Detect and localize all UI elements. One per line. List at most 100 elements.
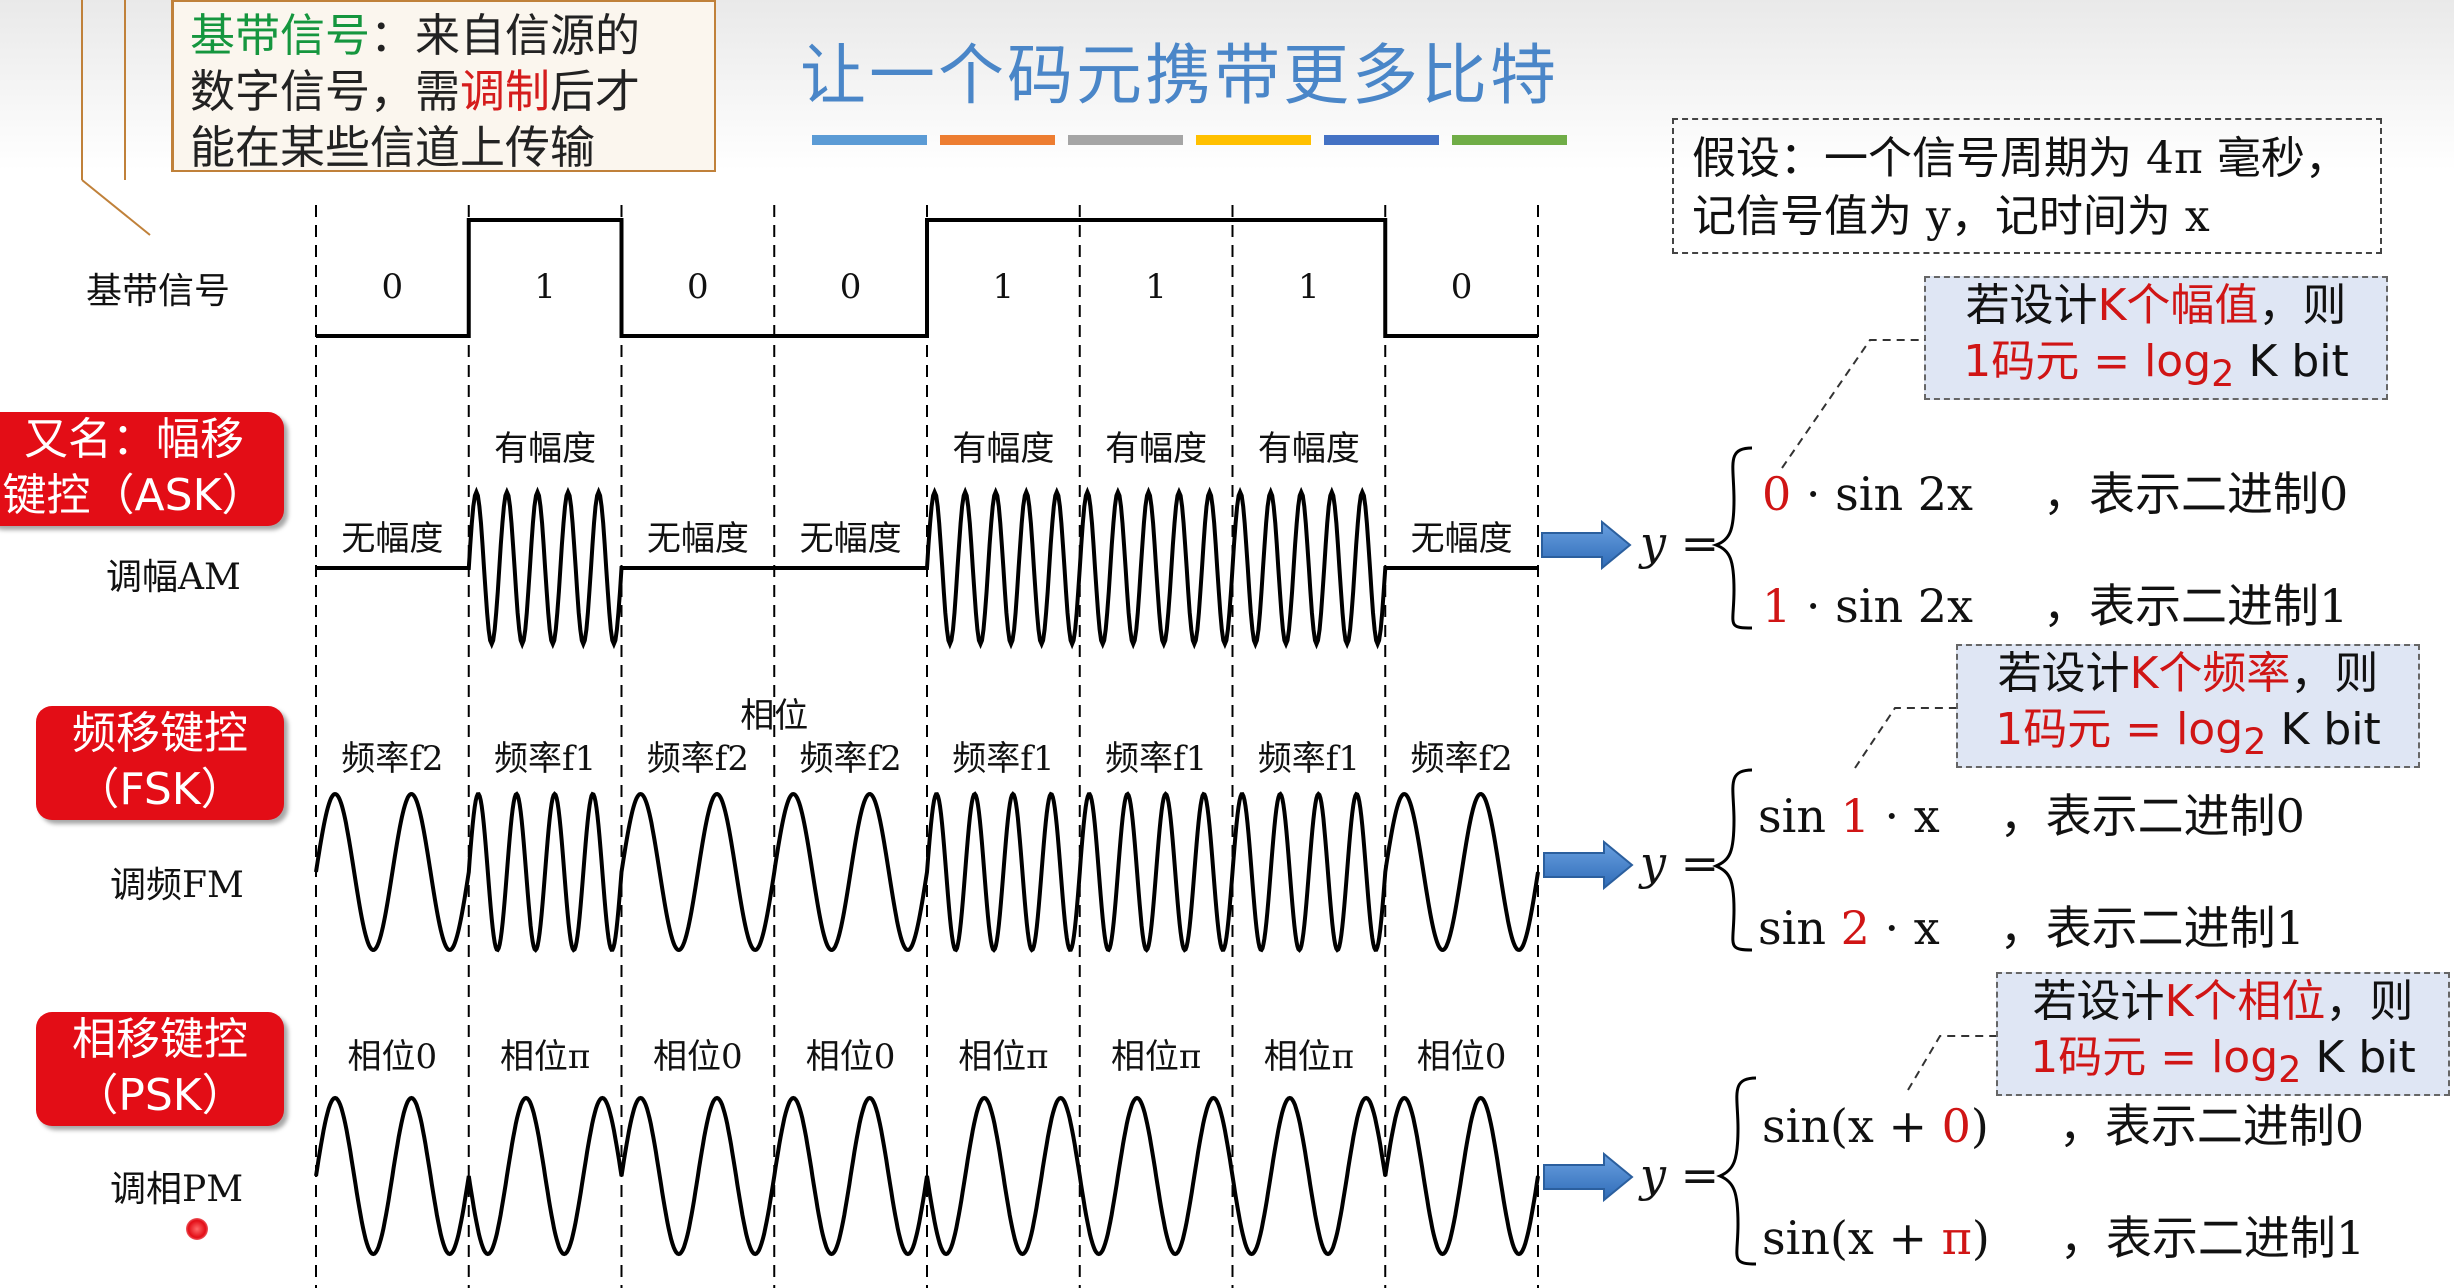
amp-k-formula: 1码元 = log	[1963, 336, 2212, 387]
ask-eq1-desc: ，表示二进制0	[2042, 467, 2349, 521]
baseband-waveform	[316, 218, 1538, 338]
ask-eq2-coef: 1	[1762, 579, 1792, 633]
fsk-arrow-icon	[1543, 839, 1634, 891]
fsk-eq1-x: · x	[1869, 789, 1940, 843]
assumption-box: 假设：一个信号周期为 4π 毫秒， 记信号值为 y，记时间为 x	[1672, 118, 2382, 254]
fm-row-label: 调频FM	[110, 865, 244, 906]
amplitude-label: 有幅度	[1258, 429, 1360, 469]
frequency-label: 频率f1	[494, 739, 596, 779]
ask-arrow-icon	[1541, 519, 1632, 571]
freq-k-formula: 1码元 = log	[1995, 704, 2244, 755]
ask-eq2-desc: ，表示二进制1	[2042, 579, 2349, 633]
frequency-label: 频率f1	[1105, 739, 1207, 779]
freq-k-count: K个频率	[2129, 648, 2291, 699]
amp-k-line1c: ，则	[2258, 280, 2347, 331]
phase-label: 相位0	[1417, 1037, 1507, 1077]
fsk-y-text: y =	[1640, 836, 1720, 890]
color-strip	[1452, 135, 1567, 145]
phase-label: 相位π	[958, 1037, 1048, 1077]
freq-k-line1a: 若设计	[1997, 648, 2130, 699]
amp-k-line1a: 若设计	[1965, 280, 2098, 331]
psk-waveform	[314, 1095, 1540, 1257]
frequency-label: 频率f2	[341, 739, 443, 779]
phase-k-formula: 1码元 = log	[2030, 1032, 2279, 1083]
frequency-k-box: 若设计K个频率，则 1码元 = log2 K bit	[1956, 644, 2420, 768]
amplitude-label: 无幅度	[1411, 519, 1513, 559]
fsk-badge: 频移键控 （FSK）	[36, 706, 284, 820]
frequency-label: 频率f1	[952, 739, 1054, 779]
ask-eq1-expr: · sin 2x	[1791, 467, 1973, 521]
phase-k-box: 若设计K个相位，则 1码元 = log2 K bit	[1996, 972, 2450, 1096]
fsk-eq2-x: · x	[1869, 901, 1940, 955]
freq-k-sub: 2	[2243, 719, 2267, 763]
psk-badge-line2: （PSK）	[74, 1070, 246, 1121]
psk-eq-row2: sin(x + π) ，表示二进制1	[1762, 1202, 2365, 1268]
ask-eq1-coef: 0	[1762, 467, 1792, 521]
page-title: 让一个码元携带更多比特	[800, 37, 1559, 114]
freq-k-line1c: ，则	[2290, 648, 2379, 699]
pm-row-label: 调相PM	[110, 1169, 244, 1210]
psk-badge: 相移键控 （PSK）	[36, 1012, 284, 1126]
amplitude-k-box: 若设计K个幅值，则 1码元 = log2 K bit	[1924, 276, 2388, 400]
freq-k-bit: K bit	[2266, 704, 2381, 755]
phase-label: 相位0	[653, 1037, 743, 1077]
pointer-dot	[186, 1218, 208, 1240]
color-strip	[812, 135, 927, 145]
note-line2a: 数字信号，需	[190, 65, 461, 118]
ask-y-text: y =	[1640, 516, 1720, 570]
bit-label: 1	[1298, 267, 1320, 307]
fsk-eq1-desc: ，表示二进制0	[1999, 789, 2305, 843]
fsk-eq2-sin: sin	[1758, 901, 1841, 955]
amplitude-label: 无幅度	[341, 519, 443, 559]
psk-eq2-phase: π	[1941, 1211, 1972, 1265]
ask-waveform	[316, 486, 1538, 650]
phase-connector	[1907, 1035, 1996, 1091]
psk-eq-row1: sin(x + 0)，表示二进制0	[1762, 1090, 2364, 1156]
amplitude-label: 无幅度	[800, 519, 902, 559]
assumption-line1: 假设：一个信号周期为 4π 毫秒，	[1692, 133, 2349, 184]
fsk-eq2-desc: ，表示二进制1	[1999, 901, 2305, 955]
phase-label: 相位π	[1264, 1037, 1354, 1077]
amplitude-label: 有幅度	[1105, 429, 1207, 469]
bit-label: 0	[840, 267, 862, 307]
frequency-label: 频率f2	[1411, 739, 1513, 779]
psk-eq1-sin: sin(x +	[1762, 1099, 1942, 1153]
bit-label: 0	[687, 267, 709, 307]
psk-eq1-phase: 0	[1941, 1099, 1971, 1153]
psk-eq2-desc: ，表示二进制1	[2059, 1211, 2366, 1265]
amplitude-label: 有幅度	[494, 429, 596, 469]
ask-eq2-expr: · sin 2x	[1791, 579, 1973, 633]
bit-label: 0	[382, 267, 404, 307]
phase-label: 相位π	[1111, 1037, 1201, 1077]
frequency-label: 频率f1	[1258, 739, 1360, 779]
phase-k-line1a: 若设计	[2032, 976, 2165, 1027]
psk-eq2-sin: sin(x +	[1762, 1211, 1942, 1265]
fsk-badge-line2: （FSK）	[75, 764, 245, 815]
note-line3: 能在某些信道上传输	[190, 121, 596, 174]
phase-k-sub: 2	[2278, 1047, 2302, 1091]
color-strip	[1196, 135, 1311, 145]
psk-arrow-icon	[1543, 1151, 1634, 1203]
psk-eq2-close: )	[1971, 1211, 1990, 1265]
color-strip	[1068, 135, 1183, 145]
bit-label: 1	[1145, 267, 1167, 307]
fsk-badge-line1: 频移键控	[72, 708, 248, 759]
bit-label: 1	[534, 267, 556, 307]
note-box: 基带信号：来自信源的 数字信号，需调制后才 能在某些信道上传输	[172, 0, 716, 174]
assumption-line2: 记信号值为 y，记时间为 x	[1692, 191, 2210, 242]
fsk-brace	[1712, 768, 1753, 952]
note-term: 基带信号	[190, 9, 371, 62]
phase-header-label: 相位	[740, 696, 808, 736]
ask-badge-line2: 键控（ASK）	[2, 470, 266, 521]
fsk-waveform	[314, 791, 1540, 953]
amp-k-count: K个幅值	[2097, 280, 2259, 331]
psk-eq1-desc: ，表示二进制0	[2058, 1099, 2365, 1153]
time-grid	[315, 205, 1539, 1288]
phase-k-line1c: ，则	[2325, 976, 2414, 1027]
color-strip	[940, 135, 1055, 145]
psk-badge-line1: 相移键控	[72, 1014, 248, 1065]
psk-y-text: y =	[1640, 1148, 1720, 1202]
fsk-eq1-freq: 1	[1840, 789, 1870, 843]
note-modulation: 调制	[460, 65, 551, 118]
